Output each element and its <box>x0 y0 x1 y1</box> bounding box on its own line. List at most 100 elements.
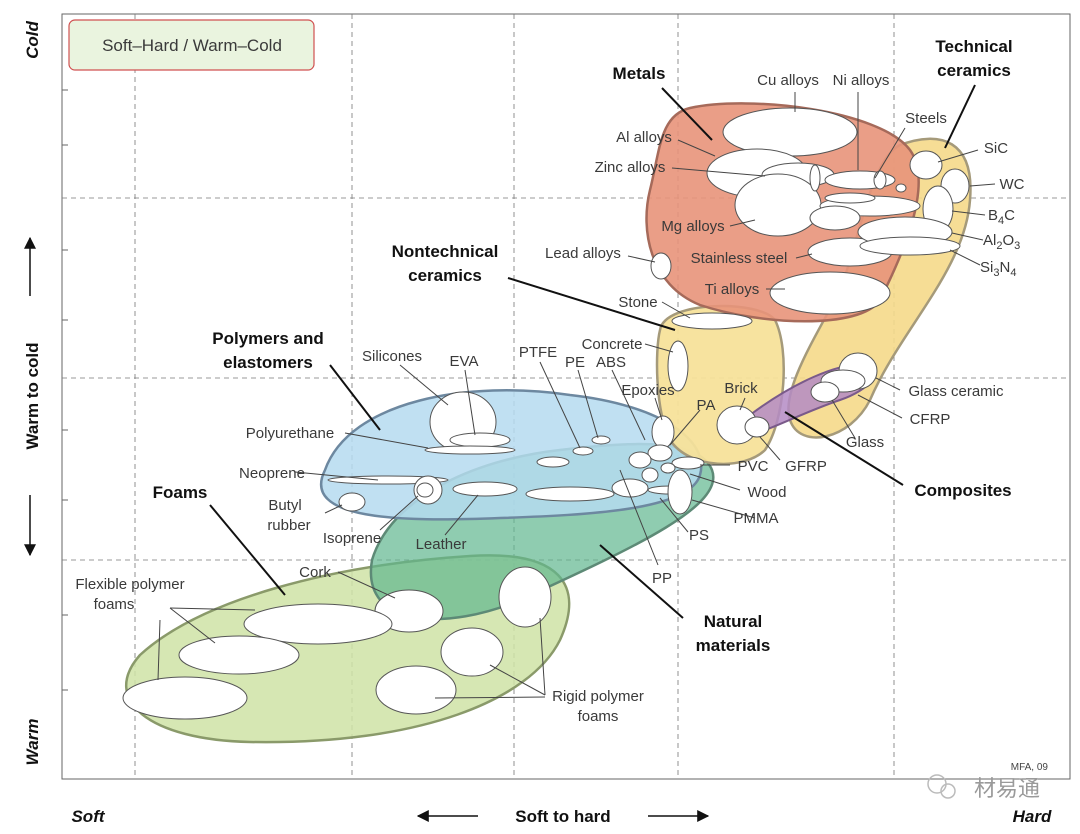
polymer-bubble-b <box>641 467 659 483</box>
wood-bubble <box>525 486 615 502</box>
metals-label: Metals <box>613 64 666 83</box>
si3n4-label: Si3N4 <box>980 259 1016 279</box>
group-leaders <box>209 84 976 619</box>
steels-bubble-6 <box>895 183 907 193</box>
y-axis-min-label: Warm <box>23 719 42 766</box>
butyl-rubber-label-2: rubber <box>267 517 310 534</box>
cfrp-label: CFRP <box>910 411 951 428</box>
isoprene-label: Isoprene <box>323 530 381 547</box>
cork-label: Cork <box>299 564 331 581</box>
rigid-foams-label-1: Rigid polymer <box>552 688 644 705</box>
epoxies-bubble <box>651 415 675 449</box>
steels-bubble-5 <box>824 192 876 204</box>
nontechnical-ceramics-label-1: Nontechnical <box>392 242 499 261</box>
lead-alloys-bubble <box>650 252 672 280</box>
y-axis-ticks <box>62 89 68 691</box>
ptfe-bubble <box>572 446 594 456</box>
flexible-foam-bubble-1 <box>243 603 393 645</box>
legend-box-label: Soft–Hard / Warm–Cold <box>102 36 282 55</box>
butyl-rubber-label-1: Butyl <box>268 497 301 514</box>
ti-alloys-label: Ti alloys <box>705 281 759 298</box>
al2o3-label: Al2O3 <box>983 232 1020 252</box>
concrete-bubble <box>667 340 689 392</box>
rigid-foam-bubble-1 <box>498 566 552 628</box>
brick-label: Brick <box>724 380 758 397</box>
polyurethane-label: Polyurethane <box>246 425 334 442</box>
x-axis-title: Soft to hard <box>515 807 610 826</box>
y-axis-title: Warm to cold <box>23 342 42 449</box>
si3n4-bubble <box>859 236 961 256</box>
sic-bubble <box>909 150 943 180</box>
pp-label: PP <box>652 570 672 587</box>
pa-bubble <box>647 444 673 462</box>
mg-alloys-label: Mg alloys <box>661 218 724 235</box>
isoprene-bubble-2 <box>416 482 434 498</box>
abs-label: ABS <box>596 354 626 371</box>
glass-label: Glass <box>846 434 884 451</box>
pmma-bubble <box>667 469 693 515</box>
abs-bubble <box>536 456 570 468</box>
pe-label: PE <box>565 354 585 371</box>
ps-label: PS <box>689 527 709 544</box>
credit-label: MFA, 09 <box>1011 762 1049 773</box>
pe-bubble <box>591 435 611 445</box>
technical-ceramics-label-2: ceramics <box>937 61 1011 80</box>
neoprene-label: Neoprene <box>239 465 305 482</box>
ni-alloys-label: Ni alloys <box>833 72 890 89</box>
wc-label: WC <box>1000 176 1025 193</box>
natural-materials-label-1: Natural <box>704 612 763 631</box>
technical-ceramics-label-1: Technical <box>935 37 1012 56</box>
stainless-steel-label: Stainless steel <box>691 250 788 267</box>
material-leaders <box>157 92 996 699</box>
leather-bubble <box>452 481 518 497</box>
polymer-bubble-c <box>660 462 676 474</box>
b4c-label: B4C <box>988 207 1015 227</box>
watermark-text: 材易通 <box>974 777 1040 802</box>
leather-label: Leather <box>416 536 467 553</box>
eva-label: EVA <box>450 353 479 370</box>
rigid-foam-bubble-3 <box>375 665 457 715</box>
glass-bubble <box>810 381 840 403</box>
pmma-label: PMMA <box>734 510 779 527</box>
steels-bubble-4 <box>809 205 861 231</box>
lead-alloys-label: Lead alloys <box>545 245 621 262</box>
ti-alloys-bubble <box>769 271 891 315</box>
flexible-foam-bubble-2 <box>178 635 300 675</box>
x-axis-min-label: Soft <box>71 807 105 826</box>
gfrp-bubble <box>744 416 770 438</box>
rigid-foam-bubble-2 <box>440 627 504 677</box>
wood-label: Wood <box>748 484 787 501</box>
gfrp-label: GFRP <box>785 458 827 475</box>
ptfe-label: PTFE <box>519 344 557 361</box>
material-bubbles <box>122 107 970 720</box>
steels-bubble-2 <box>873 170 887 190</box>
watermark: 材易通 <box>927 774 1040 802</box>
legend-box <box>68 19 315 71</box>
rigid-foams-label-2: foams <box>578 708 619 725</box>
mg-alloys-bubble <box>734 173 822 237</box>
cu-alloys-bubble <box>722 107 858 157</box>
al-alloys-label: Al alloys <box>616 129 672 146</box>
silicones-label: Silicones <box>362 348 422 365</box>
sic-label: SiC <box>984 140 1008 157</box>
natural-materials-label-2: materials <box>696 636 771 655</box>
pvc-label: PVC <box>738 458 769 475</box>
flexible-foams-label-2: foams <box>94 596 135 613</box>
butyl-rubber-bubble <box>338 492 366 512</box>
steels-label: Steels <box>905 110 947 127</box>
flexible-foam-bubble-3 <box>122 676 248 720</box>
polymers-label-2: elastomers <box>223 353 313 372</box>
polyurethane-bubble <box>424 445 516 455</box>
stone-bubble <box>671 312 753 330</box>
eva-bubble <box>449 432 511 448</box>
flexible-foams-label-1: Flexible polymer <box>75 576 184 593</box>
foams-label: Foams <box>153 483 208 502</box>
composites-label: Composites <box>914 481 1011 500</box>
nontechnical-ceramics-label-2: ceramics <box>408 266 482 285</box>
x-axis-max-label: Hard <box>1013 807 1052 826</box>
stone-label: Stone <box>618 294 657 311</box>
cu-alloys-label: Cu alloys <box>757 72 819 89</box>
ni-alloys-bubble <box>809 164 821 192</box>
wood-bubble-2 <box>611 478 649 498</box>
